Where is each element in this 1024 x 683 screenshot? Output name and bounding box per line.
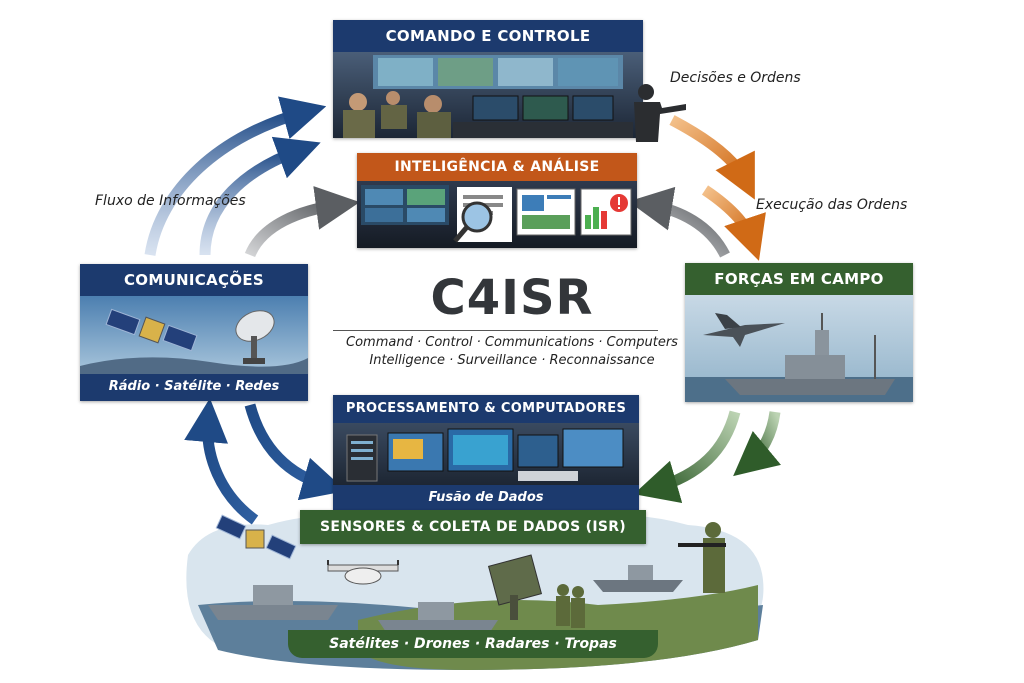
radar-antenna-icon xyxy=(487,554,543,620)
command-box: Comando e Controle xyxy=(333,20,643,138)
arrow-comms-to-processing xyxy=(244,403,347,501)
radar-dish-icon xyxy=(235,310,275,364)
drone-icon xyxy=(327,560,399,585)
arrow-comms-to-command-inner xyxy=(199,136,321,256)
fighter-jet-icon xyxy=(703,313,785,347)
officer-icon xyxy=(349,93,367,111)
sensors-caption: Satélites · Drones · Radares · Tropas xyxy=(288,630,658,658)
patrol-boat-icon xyxy=(593,565,683,592)
sensor-satellite-icon xyxy=(215,514,297,560)
commander-silhouette-icon xyxy=(634,84,686,142)
arrow-forces-to-processing xyxy=(633,410,741,504)
processing-caption: Fusão de Dados xyxy=(333,487,639,509)
flow-execution-label: Execução das Ordens xyxy=(756,197,908,213)
processing-scene xyxy=(333,423,639,485)
comms-scene xyxy=(80,296,308,374)
arrow-sensors-to-comms xyxy=(184,398,259,525)
arrow-forces-down xyxy=(733,411,781,477)
arrow-comms-to-command-outer xyxy=(144,96,327,256)
sensors-scene: Sensores & Coleta de Dados (ISR) Satélit… xyxy=(178,510,768,670)
intel-title: Inteligência & Análise xyxy=(357,153,637,181)
comms-box: Comunicações Rádio · Satélite · Redes xyxy=(80,264,308,401)
processing-title: Processamento & Computadores xyxy=(333,395,639,423)
intel-box: Inteligência & Análise xyxy=(357,153,637,248)
server-rack-icon xyxy=(346,434,378,482)
arrow-comms-to-intel xyxy=(244,186,360,258)
forces-scene xyxy=(685,295,913,402)
flow-info-label: Fluxo de Informações xyxy=(95,193,246,209)
troops-icon xyxy=(556,522,726,628)
sensors-title: Sensores & Coleta de Dados (ISR) xyxy=(300,510,646,544)
arrow-decisions xyxy=(669,115,755,200)
forces-title: Forças em Campo xyxy=(685,263,913,295)
main-title: C4ISR xyxy=(430,270,594,326)
warship-icon xyxy=(725,313,895,395)
arrow-forces-to-intel xyxy=(628,186,730,258)
intel-scene xyxy=(357,181,637,248)
processing-box: Processamento & Computadores Fusão de Da… xyxy=(333,395,639,510)
forces-box: Forças em Campo xyxy=(685,263,913,402)
arrow-execution xyxy=(701,185,766,261)
command-scene xyxy=(333,52,643,138)
title-divider xyxy=(333,330,658,331)
comms-title: Comunicações xyxy=(80,264,308,296)
comms-caption: Rádio · Satélite · Redes xyxy=(108,379,280,394)
subtitle-line-1: Command · Control · Communications · Com… xyxy=(346,335,678,350)
command-title: Comando e Controle xyxy=(333,20,643,52)
subtitle-line-2: Intelligence · Surveillance · Reconnaiss… xyxy=(369,353,655,368)
flow-decisions-label: Decisões e Ordens xyxy=(670,70,801,86)
satellite-icon xyxy=(105,308,198,352)
magnifier-icon xyxy=(461,201,493,233)
